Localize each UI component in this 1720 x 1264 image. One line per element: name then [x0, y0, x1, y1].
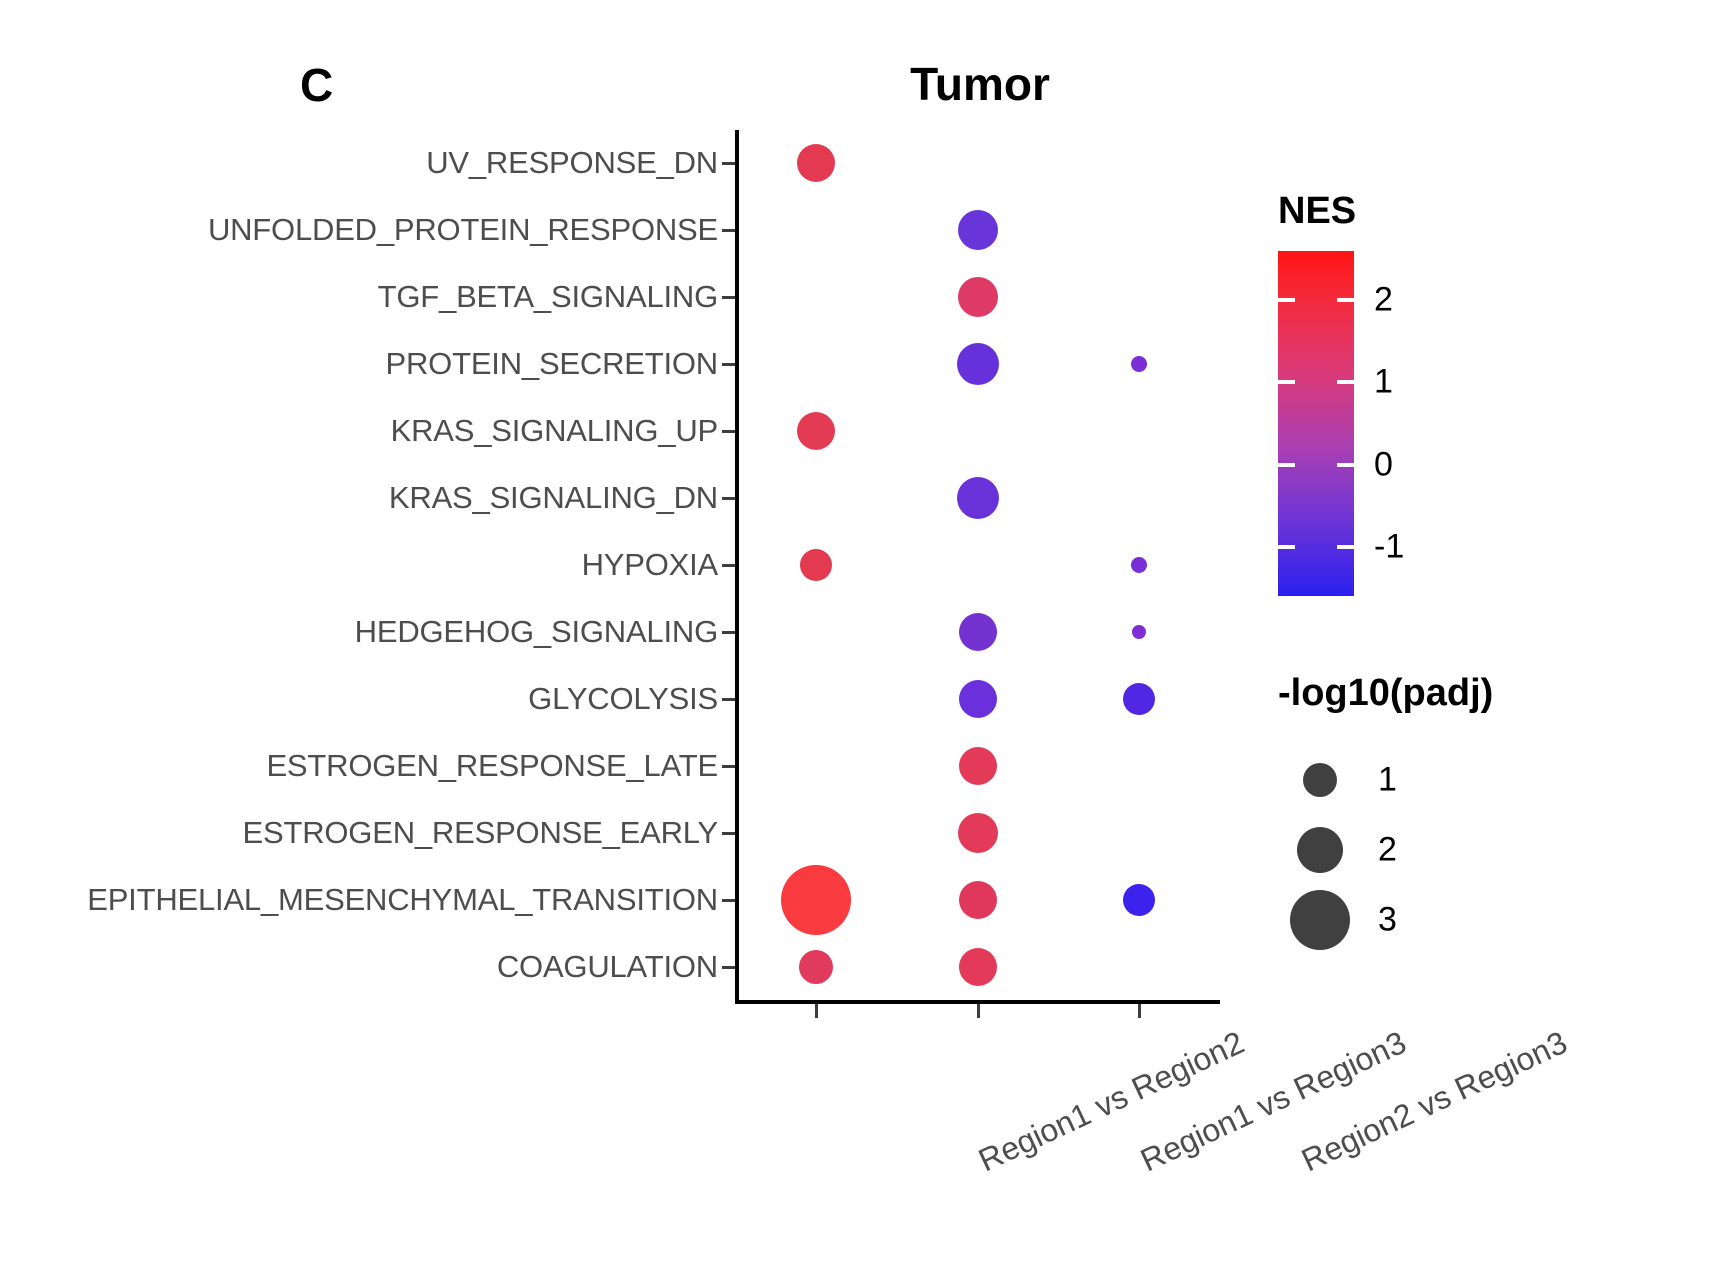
- size-legend-dot: [1297, 827, 1343, 873]
- size-legend-label: 3: [1378, 900, 1397, 939]
- panel-letter: C: [300, 59, 334, 111]
- x-axis-tick-label: Region1 vs Region2: [972, 1024, 1250, 1179]
- size-legend-row: 3: [1278, 885, 1578, 955]
- y-axis-tick: [722, 697, 735, 701]
- y-axis-tick-label: UNFOLDED_PROTEIN_RESPONSE: [207, 212, 718, 248]
- y-axis-tick: [722, 363, 735, 367]
- data-point: [958, 679, 997, 718]
- nes-colorbar: [1278, 251, 1354, 596]
- y-axis-tick-label: HYPOXIA: [581, 547, 719, 582]
- nes-colorbar-tick: [1337, 544, 1354, 549]
- y-axis-tick-label: HEDGEHOG_SIGNALING: [354, 613, 719, 649]
- size-legend-dot: [1290, 890, 1350, 950]
- y-axis-tick: [722, 296, 735, 300]
- y-axis-tick: [722, 630, 735, 634]
- x-axis-tick: [1138, 1004, 1142, 1018]
- data-point: [958, 746, 997, 785]
- data-point: [957, 277, 998, 318]
- y-axis-tick-label: KRAS_SIGNALING_UP: [390, 413, 719, 449]
- data-point: [1123, 682, 1156, 715]
- y-axis-tick: [722, 162, 735, 166]
- y-axis-tick-label: TGF_BETA_SIGNALING: [377, 279, 719, 315]
- x-axis-tick: [976, 1004, 980, 1018]
- y-axis-tick: [722, 564, 735, 567]
- size-legend-dot: [1303, 763, 1337, 797]
- size-legend-label: 2: [1378, 830, 1397, 869]
- plot-panel: [722, 130, 1220, 1018]
- size-legend-row: 1: [1278, 745, 1578, 815]
- data-point: [957, 210, 998, 251]
- size-legend-label: 1: [1378, 760, 1397, 799]
- y-axis-tick-label: EPITHELIAL_MESENCHYMAL_TRANSITION: [87, 881, 718, 917]
- y-axis-tick-label: ESTROGEN_RESPONSE_LATE: [266, 747, 718, 783]
- data-point: [958, 880, 997, 919]
- size-legend-rows: 1 2 3: [1278, 745, 1578, 955]
- y-axis-tick: [722, 497, 735, 501]
- y-axis-tick-label: KRAS_SIGNALING_DN: [388, 480, 718, 516]
- plot-title: Tumor: [910, 58, 1050, 110]
- data-point: [796, 144, 835, 183]
- nes-colorbar-tick: [1278, 462, 1295, 467]
- data-point: [958, 612, 997, 651]
- y-axis-tick: [722, 965, 735, 969]
- nes-colorbar-tick-label: 2: [1374, 280, 1393, 319]
- data-point: [780, 864, 851, 935]
- data-point: [958, 947, 997, 986]
- nes-colorbar-tick: [1337, 380, 1354, 385]
- x-axis-tick-label: Region2 vs Region3: [1296, 1024, 1573, 1179]
- data-point: [798, 949, 833, 984]
- y-axis-tick-label: PROTEIN_SECRETION: [385, 346, 719, 382]
- y-axis-tick-label: COAGULATION: [496, 948, 718, 984]
- y-axis-tick: [722, 898, 735, 902]
- nes-colorbar-tick: [1337, 462, 1354, 467]
- x-axis-tick-label: Region1 vs Region3: [1134, 1024, 1411, 1179]
- y-axis-labels: UV_RESPONSE_DN UNFOLDED_PROTEIN_RESPONSE T…: [0, 130, 718, 1000]
- size-legend: -log10(padj) 1 2 3: [1278, 672, 1578, 955]
- nes-legend-title: NES: [1278, 190, 1357, 232]
- y-axis-line: [735, 130, 739, 1000]
- size-legend-title: -log10(padj): [1278, 672, 1494, 714]
- nes-colorbar-tick: [1278, 298, 1295, 303]
- y-axis-tick-label: ESTROGEN_RESPONSE_EARLY: [242, 814, 719, 850]
- y-axis-tick: [722, 764, 735, 768]
- y-axis-tick: [722, 831, 735, 835]
- size-legend-row: 2: [1278, 815, 1578, 885]
- x-axis-tick: [814, 1004, 818, 1018]
- y-axis-tick: [722, 229, 735, 233]
- y-axis-tick-label: UV_RESPONSE_DN: [426, 145, 718, 181]
- nes-colorbar-tick-label: 1: [1374, 362, 1393, 401]
- data-point: [1131, 557, 1148, 573]
- data-point: [957, 812, 998, 853]
- y-axis-tick: [722, 430, 735, 434]
- data-point: [796, 412, 835, 451]
- x-axis-line: [735, 1000, 1220, 1004]
- data-point: [956, 477, 999, 520]
- data-point: [799, 549, 832, 581]
- nes-colorbar-wrap: 2 1 0 -1: [1278, 251, 1404, 596]
- nes-colorbar-tick: [1278, 380, 1295, 385]
- nes-colorbar-tick: [1337, 298, 1354, 303]
- data-point: [1132, 624, 1147, 639]
- nes-colorbar-tick: [1278, 544, 1295, 549]
- y-axis-tick-label: GLYCOLYSIS: [528, 680, 718, 716]
- nes-colorbar-tick-label: 0: [1374, 445, 1393, 484]
- nes-color-legend: NES 2 1 0 -1: [1278, 190, 1404, 596]
- nes-colorbar-tick-label: -1: [1374, 527, 1405, 566]
- data-point: [956, 343, 999, 386]
- data-point: [1131, 356, 1148, 373]
- data-point: [1123, 883, 1156, 916]
